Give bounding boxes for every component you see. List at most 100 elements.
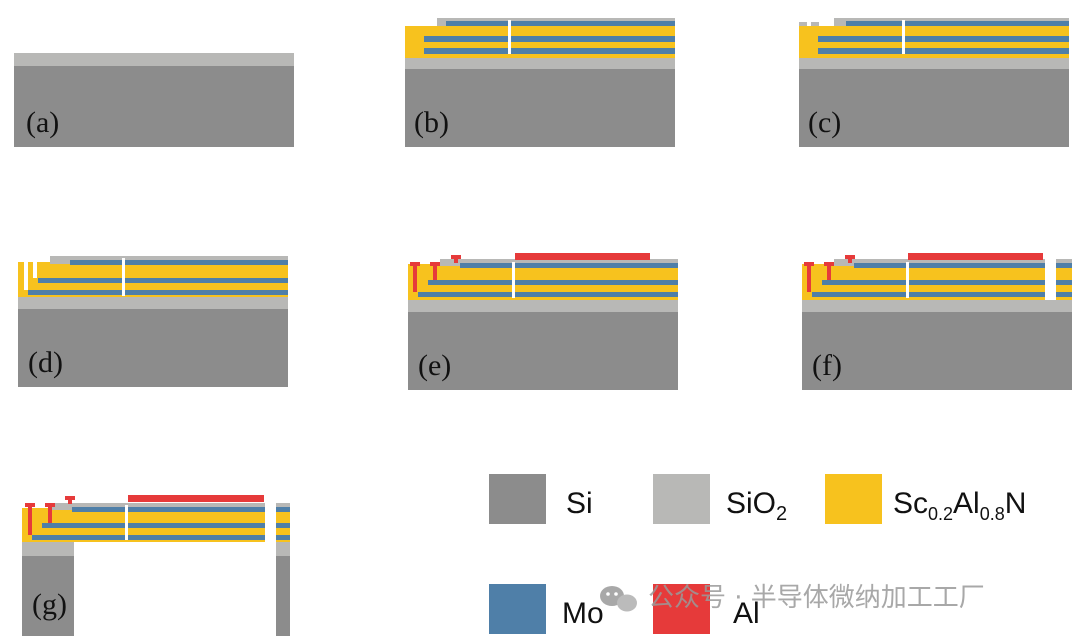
panel-label-a: (a) — [26, 106, 59, 139]
sio2-step-2 — [811, 22, 819, 26]
sio2-support-right — [276, 542, 290, 556]
legend-label-si: Si — [566, 487, 593, 520]
mo-middle-electrode — [38, 278, 288, 283]
sio2-layer — [799, 58, 1069, 69]
trench — [902, 20, 905, 54]
si-support-left — [22, 556, 74, 636]
al-top-pad — [515, 253, 650, 260]
al-via-2 — [45, 503, 55, 523]
panel-label-g: (g) — [32, 588, 67, 621]
panel-a: (a) — [14, 53, 294, 147]
legend-item-scaln: Sc0.2Al0.8N — [825, 474, 1026, 524]
al-via-1 — [804, 262, 814, 292]
legend-label-scaln-s2: 0.8 — [980, 504, 1005, 524]
mo-top-electrode — [72, 507, 265, 512]
sio2-cap — [440, 259, 678, 266]
watermark-text: 公众号 · 半导体微纳加工工厂 — [648, 583, 985, 613]
legend-item-si: Si — [489, 474, 593, 524]
sio2-cap — [834, 259, 1072, 266]
legend-item-sio2: SiO2 — [653, 474, 787, 525]
legend-swatch-sio2 — [653, 474, 710, 524]
panel-g: (g) — [22, 495, 290, 636]
watermark: 公众号 · 半导体微纳加工工厂 — [600, 583, 985, 613]
mo-middle-right — [276, 523, 290, 528]
al-via-2 — [824, 262, 834, 280]
panel-label-c: (c) — [808, 106, 841, 139]
mo-bottom-electrode — [424, 48, 675, 54]
mo-bottom-electrode — [818, 48, 1069, 54]
si-substrate — [405, 69, 675, 147]
mo-middle-electrode — [424, 36, 675, 42]
sio2-layer — [18, 297, 288, 309]
al-via-1 — [410, 262, 420, 292]
legend-label-sio2-sub: 2 — [776, 503, 787, 525]
legend-item-mo: Mo — [489, 584, 604, 634]
via-2 — [33, 262, 37, 278]
panel-label-d: (d) — [28, 346, 63, 379]
si-substrate — [14, 66, 294, 147]
legend-label-sio2: SiO2 — [726, 487, 787, 525]
legend-label-scaln-s1: 0.2 — [928, 504, 953, 524]
legend-label-sio2-main: SiO — [726, 487, 776, 520]
legend-item-al: Al — [653, 584, 760, 634]
trench — [122, 258, 125, 296]
mo-top-electrode — [460, 263, 678, 268]
legend-swatch-si — [489, 474, 546, 524]
mo-top-right — [276, 507, 290, 512]
mo-top-electrode — [70, 260, 288, 265]
al-via-3 — [65, 496, 75, 504]
trench — [512, 262, 515, 298]
legend-label-al: Al — [733, 597, 760, 630]
mo-bottom-right — [276, 535, 290, 540]
legend-label-scaln: Sc0.2Al0.8N — [893, 487, 1026, 524]
sio2-layer — [14, 53, 294, 66]
si-substrate — [802, 312, 1072, 390]
sio2-cap-right — [276, 503, 290, 510]
legend: Si SiO2 Sc0.2Al0.8N Mo Al — [489, 474, 1026, 634]
sio2-layer — [408, 300, 678, 312]
legend-swatch-al — [653, 584, 710, 634]
panel-label-e: (e) — [418, 349, 451, 382]
si-support-right — [276, 556, 290, 636]
sio2-cap — [52, 503, 265, 510]
mo-middle-electrode — [818, 36, 1069, 42]
release-opening — [1045, 258, 1056, 300]
trench — [508, 20, 511, 54]
legend-label-scaln-p3: N — [1005, 487, 1027, 520]
mo-middle-electrode — [822, 280, 1072, 285]
si-substrate — [18, 309, 288, 387]
legend-swatch-scaln — [825, 474, 882, 524]
al-via-2 — [430, 262, 440, 280]
via-1 — [24, 262, 28, 290]
al-via-3 — [845, 255, 855, 263]
al-top-pad — [128, 495, 264, 502]
sio2-layer — [405, 58, 675, 69]
sio2-step-1 — [799, 22, 807, 26]
mo-bottom-electrode — [32, 535, 265, 540]
si-substrate — [408, 312, 678, 390]
panel-label-f: (f) — [812, 349, 842, 382]
sio2-support-left — [22, 542, 74, 556]
trench — [125, 505, 128, 540]
sio2-layer — [802, 300, 1072, 312]
panel-f: (f) — [802, 253, 1072, 390]
al-via-1 — [25, 503, 35, 535]
panel-b: (b) — [405, 18, 675, 147]
panel-d: (d) — [18, 256, 288, 387]
mo-top-electrode — [854, 263, 1072, 268]
mo-top-electrode — [846, 21, 1069, 26]
legend-label-mo: Mo — [562, 597, 604, 630]
wechat-icon — [600, 586, 637, 612]
mo-bottom-electrode — [812, 292, 1072, 297]
mo-bottom-electrode — [418, 292, 678, 297]
legend-swatch-mo — [489, 584, 546, 634]
mo-middle-electrode — [428, 280, 678, 285]
legend-label-scaln-p2: Al — [953, 487, 980, 520]
mo-top-electrode — [446, 21, 675, 26]
al-top-pad — [908, 253, 1043, 260]
legend-label-scaln-p1: Sc — [893, 487, 928, 520]
panel-e: (e) — [408, 253, 678, 390]
si-substrate — [799, 69, 1069, 147]
mo-bottom-electrode — [28, 290, 288, 295]
